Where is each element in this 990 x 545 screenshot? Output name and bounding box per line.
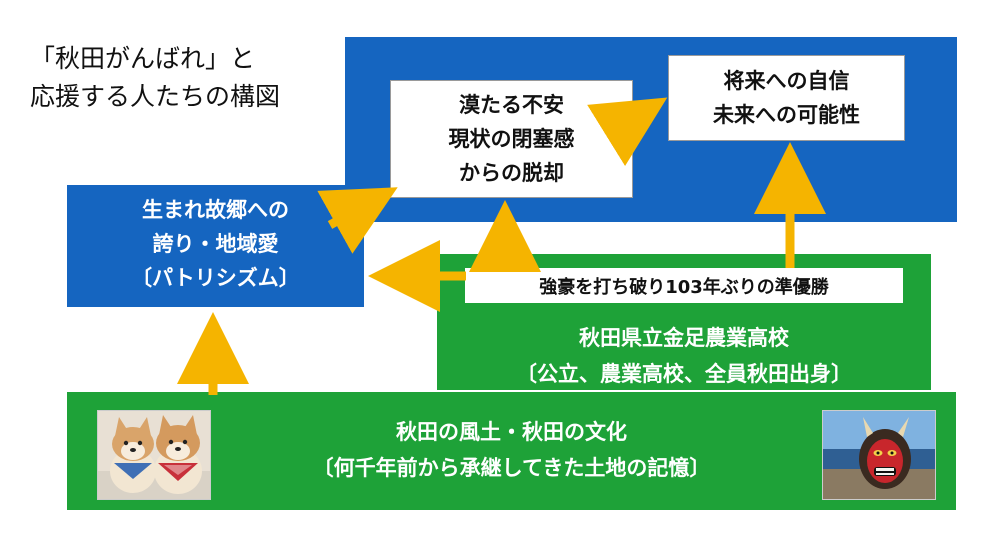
- pride-line-2: 誇り・地域愛: [152, 232, 279, 256]
- title-line-2: 応援する人たちの構図: [30, 82, 281, 111]
- namahage-mask-photo: [822, 410, 936, 500]
- future-box: 将来への自信 未来への可能性: [668, 55, 905, 141]
- school-line-1: 秋田県立金足農業高校: [579, 326, 789, 350]
- victory-text: 強豪を打ち破り103年ぶりの準優勝: [539, 276, 829, 298]
- escape-line-2: 現状の閉塞感: [448, 127, 575, 151]
- culture-line-1: 秋田の風土・秋田の文化: [396, 420, 627, 444]
- victory-label: 強豪を打ち破り103年ぶりの準優勝: [465, 268, 903, 303]
- school-line-2: 〔公立、農業高校、全員秋田出身〕: [516, 362, 852, 386]
- escape-box: 漠たる不安 現状の閉塞感 からの脱却: [390, 80, 633, 198]
- pride-box: 生まれ故郷への 誇り・地域愛 〔パトリシズム〕: [67, 185, 364, 307]
- pride-line-3: 〔パトリシズム〕: [131, 266, 300, 290]
- escape-line-3: からの脱却: [459, 161, 564, 185]
- diagram-title: 「秋田がんばれ」と 応援する人たちの構図: [30, 40, 280, 116]
- akita-dog-plush-icon: [98, 411, 210, 499]
- future-line-2: 未来への可能性: [713, 103, 860, 127]
- escape-line-1: 漠たる不安: [459, 93, 564, 117]
- culture-box: 秋田の風土・秋田の文化 〔何千年前から承継してきた土地の記憶〕: [65, 390, 958, 512]
- future-line-1: 将来への自信: [723, 69, 850, 93]
- culture-line-2: 〔何千年前から承継してきた土地の記憶〕: [312, 456, 711, 480]
- pride-line-1: 生まれ故郷への: [142, 198, 289, 222]
- akita-dog-plush-photo: [97, 410, 211, 500]
- namahage-mask-icon: [823, 411, 935, 499]
- title-line-1: 「秋田がんばれ」と: [30, 44, 256, 73]
